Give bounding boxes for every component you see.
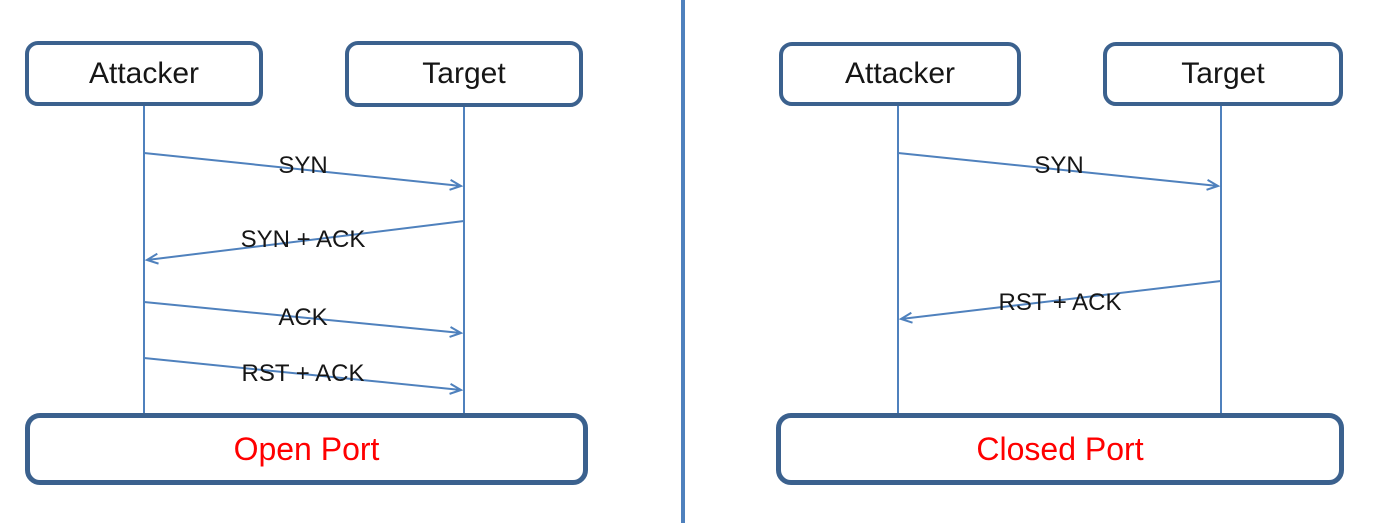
right-rst-ack-label: RST + ACK <box>998 289 1122 316</box>
left-ack-arrow <box>143 301 464 338</box>
left-target-label: Target <box>422 57 506 90</box>
left-syn-label: SYN <box>278 152 328 179</box>
left-target-box: Target <box>345 41 583 107</box>
right-target-label: Target <box>1181 57 1265 90</box>
left-rst-ack-arrow <box>143 357 464 395</box>
left-attacker-box: Attacker <box>25 41 263 106</box>
left-attacker-label: Attacker <box>88 56 200 90</box>
closed-port-result-label: Closed Port <box>976 430 1144 467</box>
right-syn-arrow <box>897 152 1221 191</box>
open-port-result-box: Open Port <box>25 413 588 485</box>
right-target-box: Target <box>1103 42 1343 106</box>
left-rst-ack-label: RST + ACK <box>241 360 365 387</box>
right-rst-ack-arrow <box>898 280 1222 324</box>
right-attacker-box: Attacker <box>779 42 1021 106</box>
closed-port-result-box: Closed Port <box>776 413 1344 485</box>
left-syn-ack-arrow <box>144 220 465 265</box>
left-syn-arrow <box>143 152 464 191</box>
left-syn-ack-label: SYN + ACK <box>240 226 366 253</box>
right-attacker-label: Attacker <box>844 57 956 90</box>
right-syn-label: SYN <box>1034 152 1084 179</box>
open-port-result-label: Open Port <box>233 430 380 467</box>
left-ack-label: ACK <box>278 304 328 331</box>
